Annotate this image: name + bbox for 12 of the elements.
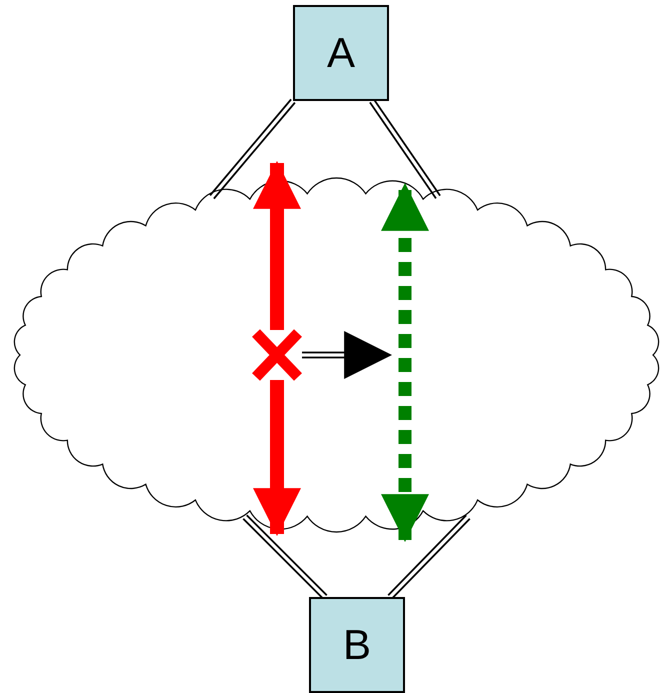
arrow [253,160,301,330]
connector-line [369,98,441,200]
arrow [301,331,392,379]
arrow [381,182,429,542]
node-label: A [326,29,355,77]
process-box [293,5,389,101]
process-box [309,597,405,693]
connector-line [387,514,471,600]
connector-line [242,514,328,600]
arrow [253,380,301,536]
node-label: B [342,621,371,669]
connector-line [209,98,296,200]
